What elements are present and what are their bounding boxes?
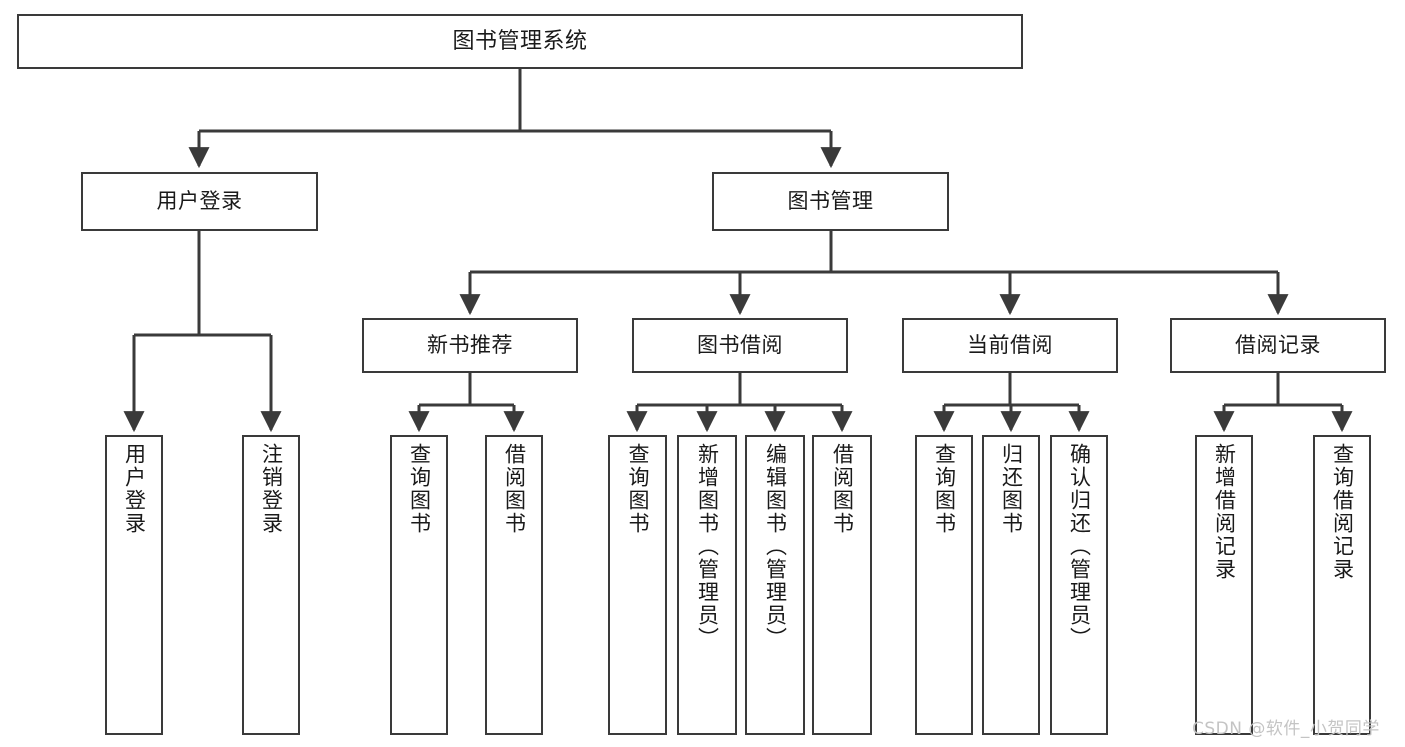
node-book-borrow[interactable]: 图书借阅 bbox=[632, 318, 848, 373]
node-label: 新书推荐 bbox=[427, 333, 513, 358]
node-current-borrow[interactable]: 当前借阅 bbox=[902, 318, 1118, 373]
node-label: 新增借阅记录 bbox=[1212, 443, 1237, 581]
node-label: 用户登录 bbox=[122, 443, 147, 535]
node-label: 借阅图书 bbox=[502, 443, 527, 535]
node-new-book-recommend[interactable]: 新书推荐 bbox=[362, 318, 578, 373]
leaf-confirm-return[interactable]: 确认归还（管理员） bbox=[1050, 435, 1108, 735]
node-label: 新增图书（管理员） bbox=[695, 443, 720, 650]
leaf-add-book[interactable]: 新增图书（管理员） bbox=[677, 435, 737, 735]
node-label: 借阅记录 bbox=[1235, 333, 1321, 358]
node-borrow-record[interactable]: 借阅记录 bbox=[1170, 318, 1386, 373]
node-label: 图书借阅 bbox=[697, 333, 783, 358]
leaf-query-book-1[interactable]: 查询图书 bbox=[390, 435, 448, 735]
node-label: 借阅图书 bbox=[830, 443, 855, 535]
node-label: 用户登录 bbox=[156, 189, 243, 214]
leaf-borrow-book-1[interactable]: 借阅图书 bbox=[485, 435, 543, 735]
leaf-query-borrow-record[interactable]: 查询借阅记录 bbox=[1313, 435, 1371, 735]
node-label: 图书管理 bbox=[787, 189, 874, 214]
node-label: 查询图书 bbox=[407, 443, 432, 535]
node-label: 查询图书 bbox=[932, 443, 957, 535]
leaf-add-borrow-record[interactable]: 新增借阅记录 bbox=[1195, 435, 1253, 735]
node-label: 图书管理系统 bbox=[452, 28, 588, 54]
leaf-logout-login[interactable]: 注销登录 bbox=[242, 435, 300, 735]
node-label: 当前借阅 bbox=[967, 333, 1053, 358]
node-label: 查询图书 bbox=[626, 443, 650, 535]
node-label: 确认归还（管理员） bbox=[1067, 443, 1092, 650]
leaf-return-book[interactable]: 归还图书 bbox=[982, 435, 1040, 735]
leaf-borrow-book-2[interactable]: 借阅图书 bbox=[812, 435, 872, 735]
leaf-query-book-3[interactable]: 查询图书 bbox=[915, 435, 973, 735]
node-label: 编辑图书（管理员） bbox=[763, 443, 788, 650]
node-label: 注销登录 bbox=[259, 443, 284, 535]
node-book-manage[interactable]: 图书管理 bbox=[712, 172, 949, 231]
leaf-query-book-2[interactable]: 查询图书 bbox=[608, 435, 667, 735]
leaf-edit-book[interactable]: 编辑图书（管理员） bbox=[745, 435, 805, 735]
node-book-management-system[interactable]: 图书管理系统 bbox=[17, 14, 1023, 69]
leaf-user-login[interactable]: 用户登录 bbox=[105, 435, 163, 735]
watermark-text: CSDN @软件_小贺同学 bbox=[1192, 719, 1380, 739]
node-label: 归还图书 bbox=[999, 443, 1024, 535]
node-user-login[interactable]: 用户登录 bbox=[81, 172, 318, 231]
node-label: 查询借阅记录 bbox=[1330, 443, 1355, 581]
